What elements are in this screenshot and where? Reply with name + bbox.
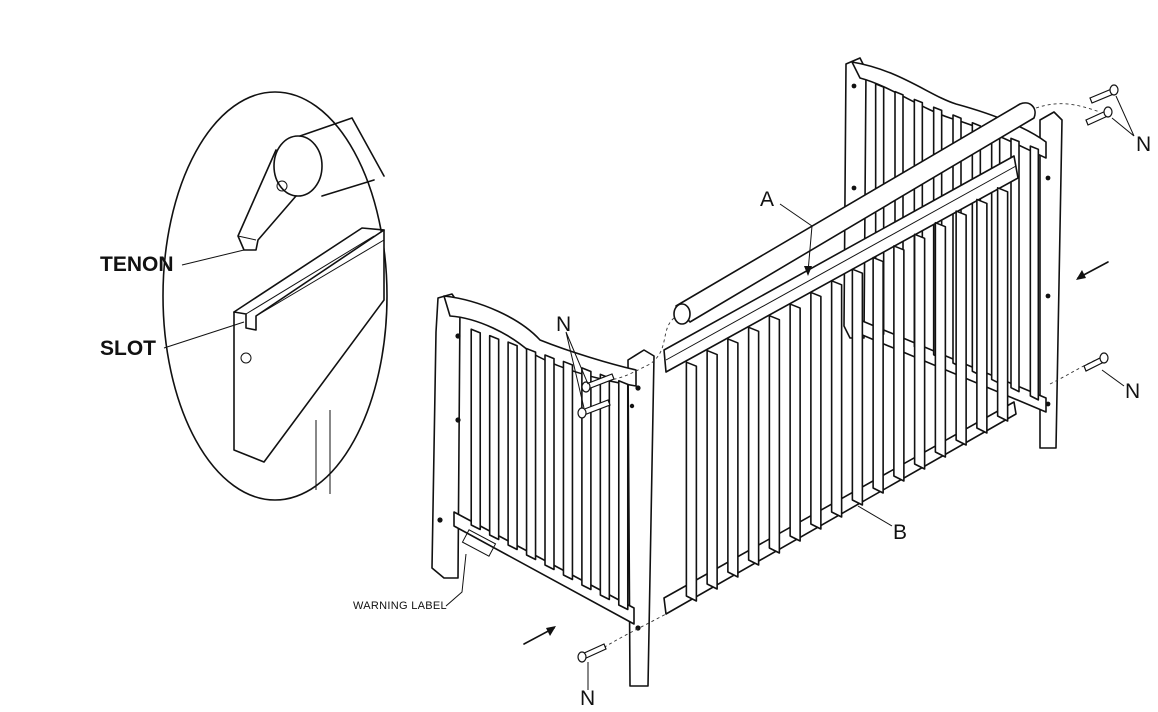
- side-rail-panel: [663, 155, 1019, 615]
- side-rail-slat: [976, 198, 988, 434]
- side-rail-slat: [872, 256, 884, 494]
- detail-magnifier: [162, 91, 388, 501]
- hardware-n-label-left: N: [556, 313, 572, 336]
- back-panel-slat: [1010, 137, 1020, 393]
- warning-label-box: [461, 529, 497, 557]
- left-panel-slat: [562, 360, 574, 581]
- part-b-label: B: [893, 521, 908, 544]
- side-rail-slat: [810, 291, 822, 530]
- arrow-bottom-left: [523, 626, 556, 645]
- side-rail-slat: [768, 314, 781, 554]
- bolt-left-top: [581, 373, 615, 393]
- left-panel-slat: [544, 354, 555, 571]
- detail-tenon: [237, 117, 385, 251]
- hardware-n-label-top-right: N: [1136, 133, 1152, 156]
- part-a-roller: [673, 102, 1036, 325]
- side-rail-slat: [913, 233, 926, 470]
- side-rail-slat: [727, 338, 739, 578]
- side-rail-slat: [789, 303, 801, 542]
- side-rail-slat: [706, 349, 718, 590]
- bolt-right-top-1: [1089, 84, 1119, 104]
- bolt-left-bottom: [577, 399, 611, 419]
- hardware-n-label-bottom: N: [580, 687, 596, 710]
- bolt-right-bottom: [1083, 352, 1109, 372]
- slot-label: SLOT: [100, 337, 156, 360]
- detail-slot-rail: [233, 227, 385, 494]
- side-rail-slat: [851, 268, 864, 506]
- bolt-bottom: [577, 643, 607, 663]
- left-panel-slat: [617, 379, 629, 611]
- direction-arrows: [523, 261, 1109, 645]
- bolt-set: [577, 84, 1119, 663]
- left-panel-slat: [470, 328, 482, 531]
- arrow-right: [1076, 261, 1109, 280]
- callout-leaders: [445, 95, 1135, 690]
- tenon-label: TENON: [100, 253, 174, 276]
- left-panel-slat: [488, 334, 500, 541]
- left-panel-slat: [507, 341, 518, 551]
- hardware-n-label-right: N: [1125, 380, 1141, 403]
- side-rail-slat: [747, 326, 760, 566]
- left-panel-slat: [581, 367, 592, 591]
- part-a-label: A: [760, 188, 775, 211]
- side-rail-slat: [685, 361, 698, 602]
- left-end-panel: [431, 293, 655, 687]
- left-panel-slat: [525, 347, 537, 561]
- warning-label-text: WARNING LABEL: [353, 600, 447, 612]
- bolt-right-top-2: [1085, 106, 1113, 126]
- side-rail-slat: [830, 280, 843, 518]
- side-rail-slat: [893, 245, 905, 482]
- back-panel-slat: [1029, 145, 1040, 401]
- side-rail-slat: [996, 187, 1009, 422]
- side-rail-slat: [955, 210, 967, 446]
- side-rail-slat: [934, 221, 947, 458]
